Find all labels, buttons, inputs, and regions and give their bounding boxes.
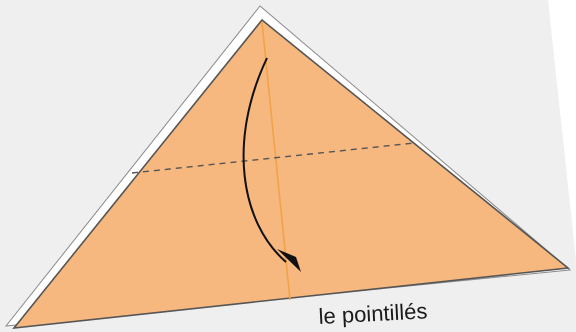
fold-arrow xyxy=(242,57,287,263)
paper-triangle xyxy=(12,18,570,330)
fold-arrow-head-icon xyxy=(277,249,301,272)
fold-line-dashed xyxy=(131,142,415,174)
